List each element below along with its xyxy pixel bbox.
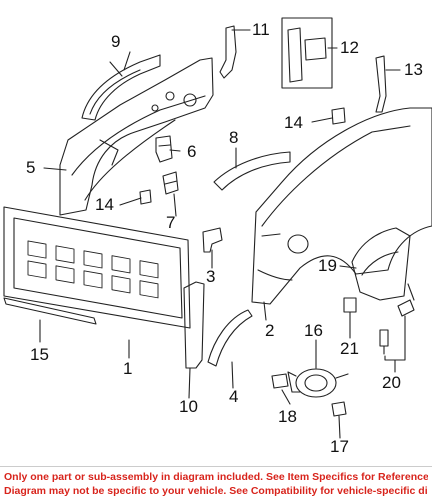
fuel-door-16 [287, 368, 349, 398]
callout-2: 2 [265, 321, 275, 340]
disclaimer-line-2: Diagram may not be specific to your vehi… [4, 485, 428, 497]
clip-21 [343, 297, 357, 313]
callout-10: 10 [179, 397, 198, 416]
callout-8: 8 [229, 128, 239, 147]
screw-18 [271, 373, 289, 389]
callout-14-left: 14 [95, 195, 114, 214]
callout-5: 5 [26, 158, 36, 177]
disclaimer-line-1: Only one part or sub-assembly in diagram… [4, 471, 428, 483]
callout-16: 16 [304, 321, 323, 340]
parts-diagram [3, 17, 432, 439]
trim-strip-15 [3, 297, 97, 325]
tailgate-1 [3, 206, 191, 329]
callout-3: 3 [206, 267, 216, 286]
quarter-panel-2 [251, 107, 432, 305]
pad-14-left [139, 189, 152, 205]
arch-molding-8 [213, 151, 291, 191]
strip-11 [219, 25, 237, 79]
callout-18: 18 [278, 407, 297, 426]
strip-13 [375, 55, 387, 113]
callout-17: 17 [330, 437, 349, 456]
callout-6: 6 [187, 142, 197, 161]
callout-9: 9 [111, 32, 121, 51]
callout-12: 12 [340, 38, 359, 57]
callout-15: 15 [30, 345, 49, 364]
callout-14-right: 14 [284, 113, 303, 132]
callout-1: 1 [123, 359, 133, 378]
seal-box-12 [281, 17, 333, 89]
callout-21: 21 [340, 339, 359, 358]
inner-box-panel [59, 57, 214, 216]
callout-4: 4 [229, 387, 239, 406]
pad-14-right [331, 107, 346, 125]
inner-wheelhouse-part [81, 54, 161, 121]
screw-17 [331, 401, 347, 417]
clip-3 [202, 227, 223, 253]
callout-13: 13 [404, 60, 423, 79]
callout-7: 7 [166, 213, 176, 232]
seal-4 [207, 309, 253, 367]
disclaimer-footer: Only one part or sub-assembly in diagram… [0, 466, 432, 500]
callout-11: 11 [252, 20, 270, 39]
bracket-7 [162, 171, 179, 195]
bolts-20 [379, 283, 415, 355]
callout-19: 19 [318, 256, 337, 275]
callout-20: 20 [382, 373, 401, 392]
liner-19 [351, 227, 411, 301]
bracket-6 [155, 135, 173, 163]
pillar-10 [183, 281, 205, 369]
